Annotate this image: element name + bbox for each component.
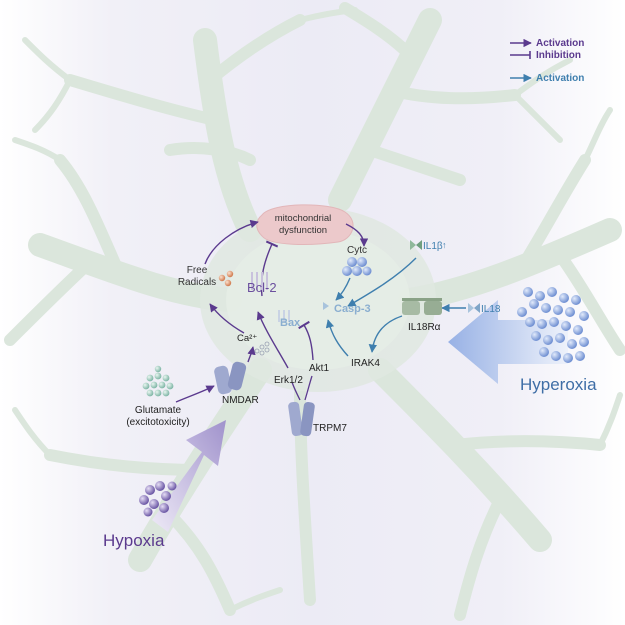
free-radicals-label-line2: Radicals (178, 277, 216, 288)
il1b-up-arrow: ↑ (442, 240, 447, 250)
il18ra-icon (402, 298, 442, 315)
cytc-icon (342, 257, 372, 276)
casp3-marker-icon (323, 302, 329, 310)
nmdar-icon (214, 361, 247, 395)
cell-nucleus-area (226, 230, 410, 370)
arrow-receptor-to-irak4 (368, 315, 403, 353)
hypoxia-label: Hypoxia (103, 531, 165, 550)
hyperoxia-label: Hyperoxia (520, 375, 597, 394)
il18-label: IL18 (481, 304, 501, 315)
arrow-nmdar-to-ca (247, 346, 256, 363)
mitochondria-icon (256, 204, 354, 245)
legend-blue-activation: Activation (536, 73, 584, 84)
legend: Activation Inhibition Activation (510, 38, 584, 84)
arrow-cytc-to-casp3 (335, 277, 351, 301)
legend-purple-activation: Activation (536, 38, 584, 49)
trpm7-icon (288, 401, 315, 437)
arrow-il1b-to-casp3 (347, 257, 417, 307)
irak4-label: IRAK4 (351, 358, 380, 369)
akt1-label: Akt1 (309, 363, 329, 374)
arrow-mito-to-cytc (345, 223, 369, 247)
bax-label: Bax (280, 317, 301, 329)
line-trpm7-to-akt (304, 375, 313, 401)
hypoxia-arrow (152, 420, 226, 532)
arrow-glutamate-to-nmdar (175, 385, 215, 403)
glutamate-cluster-icon (142, 365, 174, 397)
mito-label-line1: mitochondrial (275, 213, 332, 224)
line-trpm7-to-erk (291, 381, 301, 401)
arrow-erk-to-bax (256, 311, 289, 369)
radical-icon (218, 270, 234, 287)
nmdar-label: NMDAR (222, 395, 259, 406)
arrow-ca-to-radicals (209, 303, 245, 334)
erk-label: Erk1/2 (274, 375, 303, 386)
casp3-label: Casp-3 (334, 303, 371, 315)
bcl2-icon (251, 272, 268, 290)
il1b-label: IL1β (423, 241, 443, 252)
hyperoxia-cluster-icon (517, 287, 589, 363)
il1b-marker-icon (410, 240, 422, 250)
il18ra-label: IL18Rα (408, 322, 441, 333)
mito-label-line2: dysfunction (279, 225, 327, 236)
free-radicals-label-line1: Free (187, 265, 208, 276)
legend-purple-inhibition: Inhibition (536, 50, 581, 61)
glutamate-label-line1: Glutamate (135, 405, 182, 416)
glutamate-label-line2: (excitotoxicity) (126, 417, 189, 428)
bax-icon (278, 310, 290, 322)
calcium-icon (254, 341, 270, 356)
inhibit-bcl2-to-mito (260, 240, 279, 297)
arrow-irak4-to-casp3 (325, 319, 349, 357)
trpm7-label: TRPM7 (313, 423, 347, 434)
hypoxia-cluster-icon (139, 481, 177, 517)
inhibit-akt-to-bax (298, 320, 314, 361)
il18-marker-icon (468, 303, 480, 313)
bcl2-label: Bcl-2 (247, 280, 277, 295)
cytc-label: Cytc (347, 245, 367, 256)
arrow-radicals-to-mito (204, 219, 259, 265)
ca-label: Ca²⁺ (237, 333, 257, 344)
